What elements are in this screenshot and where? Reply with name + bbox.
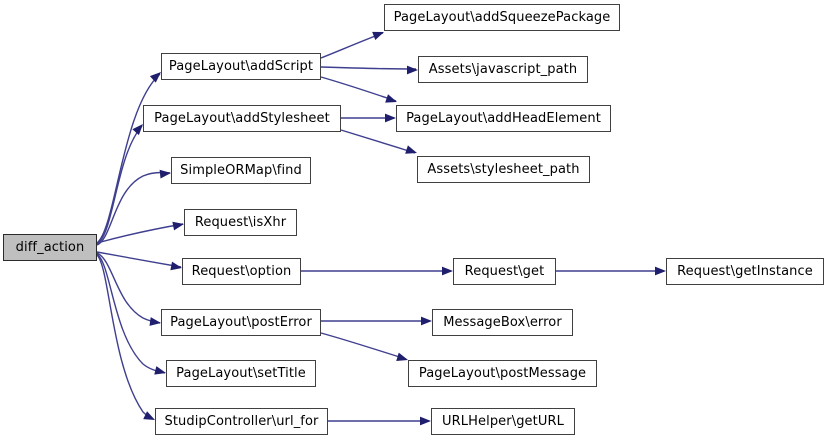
graph-arrowhead	[421, 316, 432, 326]
graph-edge	[96, 73, 161, 244]
graph-edge	[96, 125, 143, 245]
graph-edge	[320, 332, 407, 360]
graph-node-label: PageLayout\addStylesheet	[154, 111, 330, 126]
graph-node-label: URLHelper\getURL	[442, 414, 564, 429]
graph-edge	[96, 171, 171, 246]
graph-node-isXhr[interactable]: Request\isXhr	[184, 209, 297, 236]
graph-node-label: Assets\javascript_path	[428, 62, 578, 77]
graph-arrowhead	[159, 169, 171, 179]
graph-node-diff_action[interactable]: diff_action	[3, 234, 97, 261]
graph-node-getInstance[interactable]: Request\getInstance	[666, 258, 824, 285]
graph-node-label: PageLayout\addScript	[168, 59, 314, 74]
graph-arrowhead	[655, 266, 666, 276]
graph-node-javascript_path[interactable]: Assets\javascript_path	[418, 56, 588, 83]
graph-arrowhead	[172, 221, 184, 231]
graph-node-postError[interactable]: PageLayout\postError	[161, 309, 321, 336]
graph-edge	[320, 32, 384, 59]
graph-edge	[96, 253, 166, 374]
graph-node-addSqueezePackage[interactable]: PageLayout\addSqueezePackage	[384, 4, 620, 31]
graph-node-label: PageLayout\postError	[170, 315, 312, 330]
graph-edge	[320, 76, 397, 102]
graph-node-label: StudipController\url_for	[164, 414, 319, 429]
graph-node-label: PageLayout\postMessage	[418, 366, 587, 381]
graph-node-option[interactable]: Request\option	[182, 258, 301, 285]
graph-node-label: PageLayout\setTitle	[176, 366, 306, 381]
graph-edge	[340, 129, 416, 154]
graph-arrowhead	[407, 65, 418, 75]
graph-node-find[interactable]: SimpleORMap\find	[171, 157, 311, 184]
graph-node-messageBoxError[interactable]: MessageBox\error	[432, 309, 573, 336]
graph-arrowhead	[442, 266, 453, 276]
graph-arrowhead	[149, 317, 161, 326]
graph-node-stylesheet_path[interactable]: Assets\stylesheet_path	[417, 156, 590, 183]
graph-node-addStylesheet[interactable]: PageLayout\addStylesheet	[143, 105, 341, 132]
graph-node-label: Request\getInstance	[677, 264, 813, 279]
graph-node-label: Assets\stylesheet_path	[427, 162, 580, 177]
graph-node-get[interactable]: Request\get	[453, 258, 556, 285]
graph-node-label: SimpleORMap\find	[180, 163, 302, 178]
graph-edge	[96, 251, 182, 268]
graph-edge	[96, 254, 154, 420]
graph-edge	[320, 66, 417, 70]
graph-node-addHeadElement[interactable]: PageLayout\addHeadElement	[396, 105, 611, 132]
graph-node-label: diff_action	[15, 240, 85, 255]
graph-node-getURL[interactable]: URLHelper\getURL	[431, 408, 575, 435]
graph-node-postMessage[interactable]: PageLayout\postMessage	[408, 360, 597, 387]
graph-arrowhead	[385, 113, 396, 123]
graph-node-label: MessageBox\error	[443, 315, 562, 330]
graph-node-setTitle[interactable]: PageLayout\setTitle	[166, 360, 316, 387]
graph-edge	[96, 252, 161, 324]
graph-arrowhead	[420, 416, 431, 426]
graph-node-label: PageLayout\addSqueezePackage	[393, 10, 611, 25]
graph-node-label: PageLayout\addHeadElement	[406, 111, 601, 126]
graph-node-addScript[interactable]: PageLayout\addScript	[161, 53, 321, 80]
graph-node-url_for[interactable]: StudipController\url_for	[155, 408, 328, 435]
graph-arrowhead	[170, 261, 182, 271]
graph-edge	[96, 223, 184, 244]
graph-node-label: Request\isXhr	[194, 215, 287, 230]
graph-node-label: Request\option	[191, 264, 292, 279]
graph-node-label: Request\get	[464, 264, 545, 279]
